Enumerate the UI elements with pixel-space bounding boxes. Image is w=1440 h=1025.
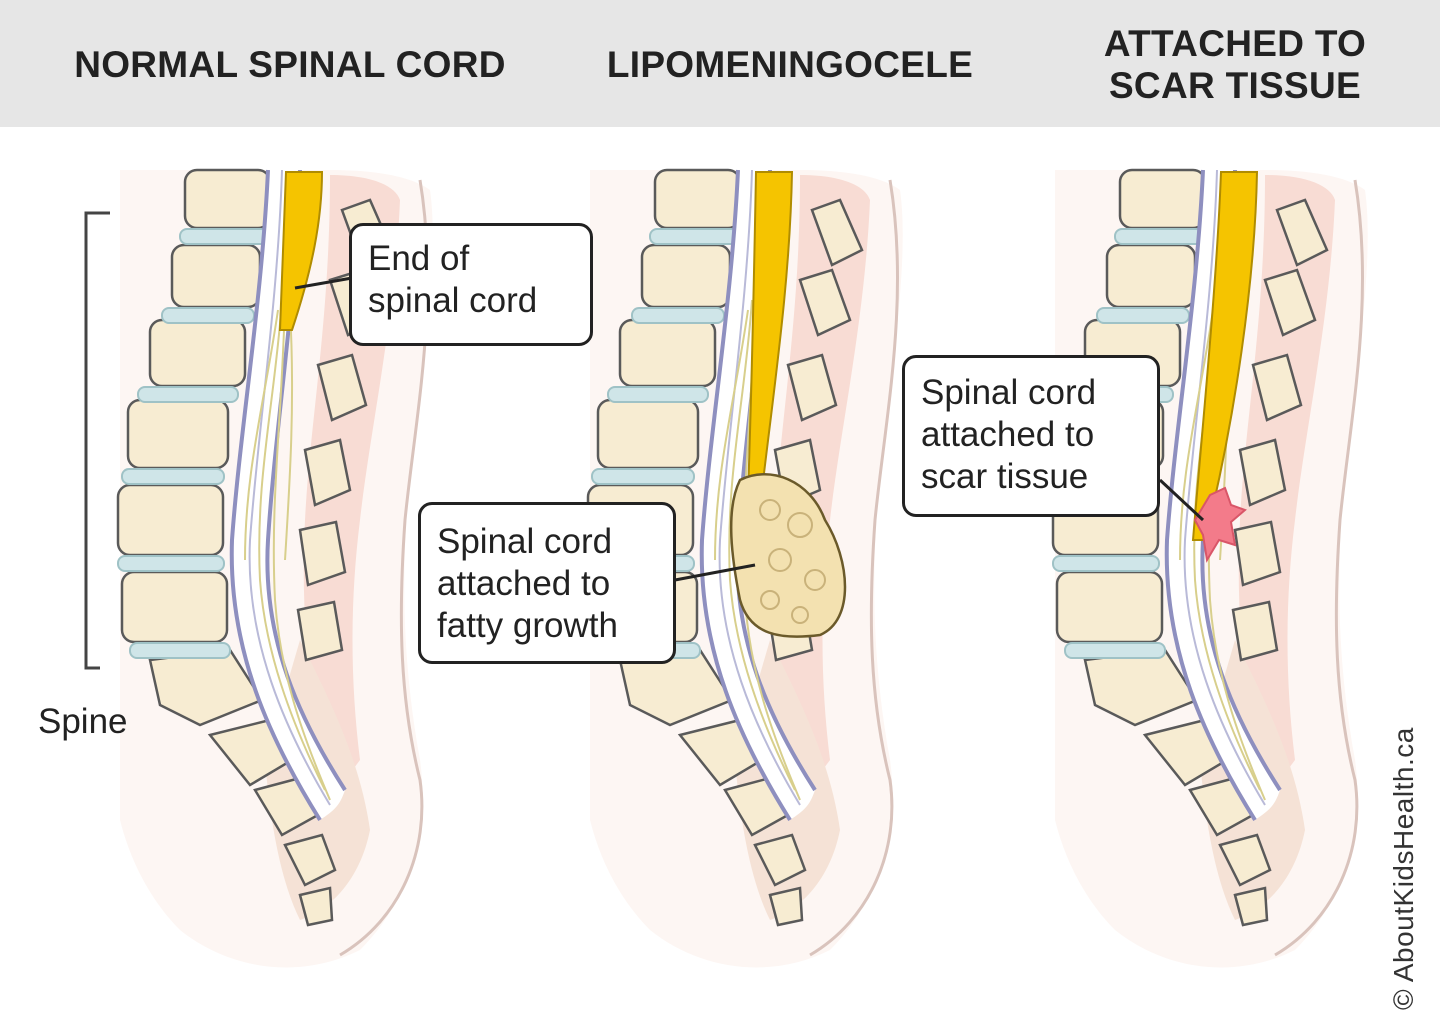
callout-pointer xyxy=(674,563,756,582)
spinal-cord xyxy=(278,171,324,331)
spine-label: Spine xyxy=(38,702,128,741)
title-line: LIPOMENINGOCELE xyxy=(606,44,974,85)
callout-fatty-growth: Spinal cord attached to fatty growth xyxy=(418,502,676,664)
callout-line: Spinal cord xyxy=(921,373,1097,412)
spine-body xyxy=(1051,168,1370,970)
callout-line: spinal cord xyxy=(368,281,538,320)
callout-line: fatty growth xyxy=(437,606,618,645)
callout-line: Spinal cord xyxy=(437,522,613,561)
callout-scar-tissue: Spinal cord attached to scar tissue xyxy=(902,355,1160,517)
callout-pointer xyxy=(294,276,353,290)
copyright-credit: © AboutKidsHealth.ca xyxy=(1388,727,1419,1010)
panel-title-normal: NORMAL SPINAL CORD xyxy=(40,20,540,110)
callout-line: scar tissue xyxy=(921,457,1089,496)
title-line: ATTACHED TO xyxy=(1103,23,1367,64)
title-line: NORMAL SPINAL CORD xyxy=(74,44,506,85)
callout-end-of-spinal-cord: End of spinal cord xyxy=(349,223,593,346)
panel-title-lipomeningocele: LIPOMENINGOCELE xyxy=(540,20,1040,110)
spine-illustration-scar-tissue xyxy=(1051,168,1370,970)
header-band xyxy=(0,0,1440,127)
callout-line: attached to xyxy=(921,415,1095,454)
scar-tissue xyxy=(1193,486,1247,563)
fatty-growth xyxy=(729,473,847,638)
callout-line: End of xyxy=(368,239,470,278)
spine-illustration-normal xyxy=(84,168,435,970)
spine-illustration-lipomeningocele xyxy=(586,168,905,970)
callout-line: attached to xyxy=(437,564,611,603)
spine-bracket xyxy=(84,211,110,670)
callout-pointer xyxy=(1158,478,1205,522)
panel-title-scar-tissue: ATTACHED TO SCAR TISSUE xyxy=(1030,20,1440,110)
title-line: SCAR TISSUE xyxy=(1108,65,1362,106)
